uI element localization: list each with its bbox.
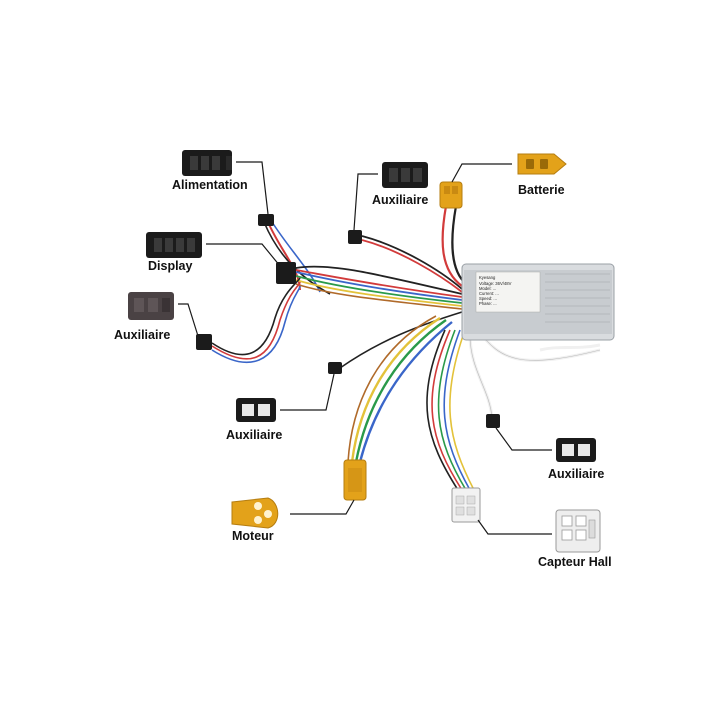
label-capteur-hall: Capteur Hall xyxy=(538,555,612,569)
label-moteur: Moteur xyxy=(232,529,274,543)
wire-harness xyxy=(211,205,601,491)
display-connector-icon xyxy=(146,232,202,258)
controller-plate-line-1: Voltage: 36V/48V xyxy=(479,281,512,286)
batterie-xt-connector-icon xyxy=(517,153,567,175)
harness-aux-right-plug xyxy=(486,414,500,428)
auxiliaire-left-connector-icon xyxy=(128,292,174,320)
capteur-hall-connector-icon xyxy=(555,509,601,553)
label-alimentation: Alimentation xyxy=(172,178,248,192)
controller-plate-line-3: Current: ... xyxy=(479,291,499,296)
label-auxiliaire-mid: Auxiliaire xyxy=(226,428,282,442)
harness-aux-mid-plug xyxy=(328,362,342,374)
controller-label-plate xyxy=(475,271,541,313)
controller-brand: Kyesang xyxy=(479,275,496,280)
label-auxiliaire-left: Auxiliaire xyxy=(114,328,170,342)
harness-battery-plug xyxy=(439,181,463,209)
auxiliaire-top-connector-icon xyxy=(382,162,428,188)
leader-lines xyxy=(178,161,552,535)
harness-aux-left-plug xyxy=(196,334,212,350)
auxiliaire-mid-connector-icon xyxy=(236,398,276,422)
harness-display-plug xyxy=(276,262,296,284)
controller-box: Kyesang Voltage: 36V/48V Model: ... Curr… xyxy=(461,263,615,341)
auxiliaire-right-connector-icon xyxy=(556,438,596,462)
label-display: Display xyxy=(148,259,193,273)
harness-alimentation-plug xyxy=(258,214,274,226)
controller-plate-line-2: Model: ... xyxy=(479,286,496,291)
controller-plate-line-4: Speed: ... xyxy=(479,296,497,301)
harness-aux-top-plug xyxy=(348,230,362,244)
harness-motor-plug xyxy=(343,459,367,501)
controller-plate-line-5: Phase: ... xyxy=(479,301,497,306)
label-auxiliaire-right: Auxiliaire xyxy=(548,467,604,481)
alimentation-connector-icon xyxy=(182,150,232,176)
label-batterie: Batterie xyxy=(518,183,565,197)
moteur-connector-icon xyxy=(231,497,279,529)
label-auxiliaire-top: Auxiliaire xyxy=(372,193,428,207)
harness-hall-plug xyxy=(451,487,481,523)
